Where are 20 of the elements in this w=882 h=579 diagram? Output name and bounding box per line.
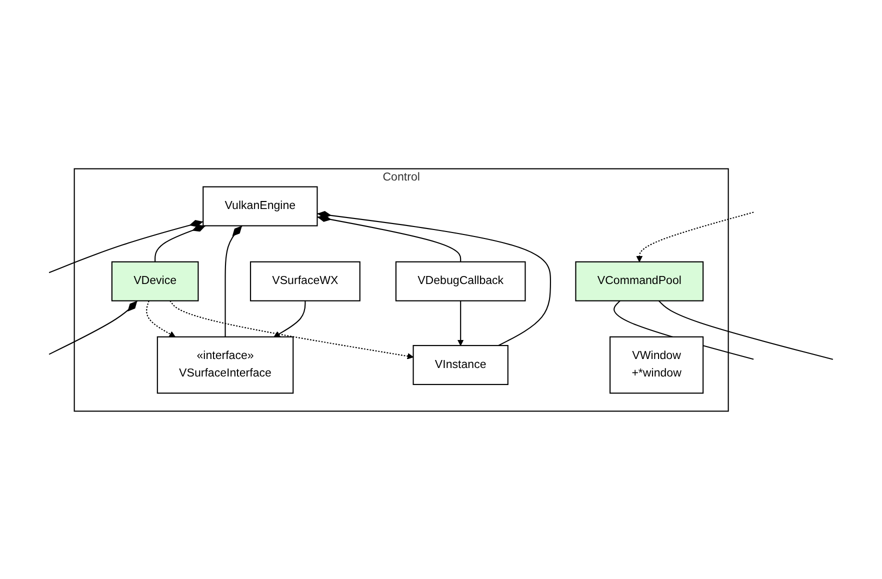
- node-box: VInstance: [412, 344, 508, 385]
- connector: [317, 214, 462, 262]
- arrow: [457, 300, 464, 346]
- node-box: VDevice: [111, 260, 199, 301]
- connector: [317, 210, 552, 346]
- node-box: VSurfaceWX: [250, 260, 360, 301]
- arrow: [274, 300, 306, 337]
- connector: [658, 300, 834, 360]
- connector: [48, 300, 138, 354]
- arrow: [636, 211, 754, 262]
- arrow: [146, 300, 176, 337]
- connector: [154, 224, 206, 262]
- node-box: VCommandPool: [575, 260, 704, 301]
- arrow: [170, 300, 414, 359]
- node-box: VDebugCallback: [395, 260, 526, 301]
- node-box: VWindow +*window: [610, 336, 704, 394]
- node-box: «interface» VSurfaceInterface: [156, 336, 294, 394]
- connector: [224, 224, 242, 336]
- node-box: VulkanEngine: [202, 186, 318, 226]
- connector: [48, 220, 204, 273]
